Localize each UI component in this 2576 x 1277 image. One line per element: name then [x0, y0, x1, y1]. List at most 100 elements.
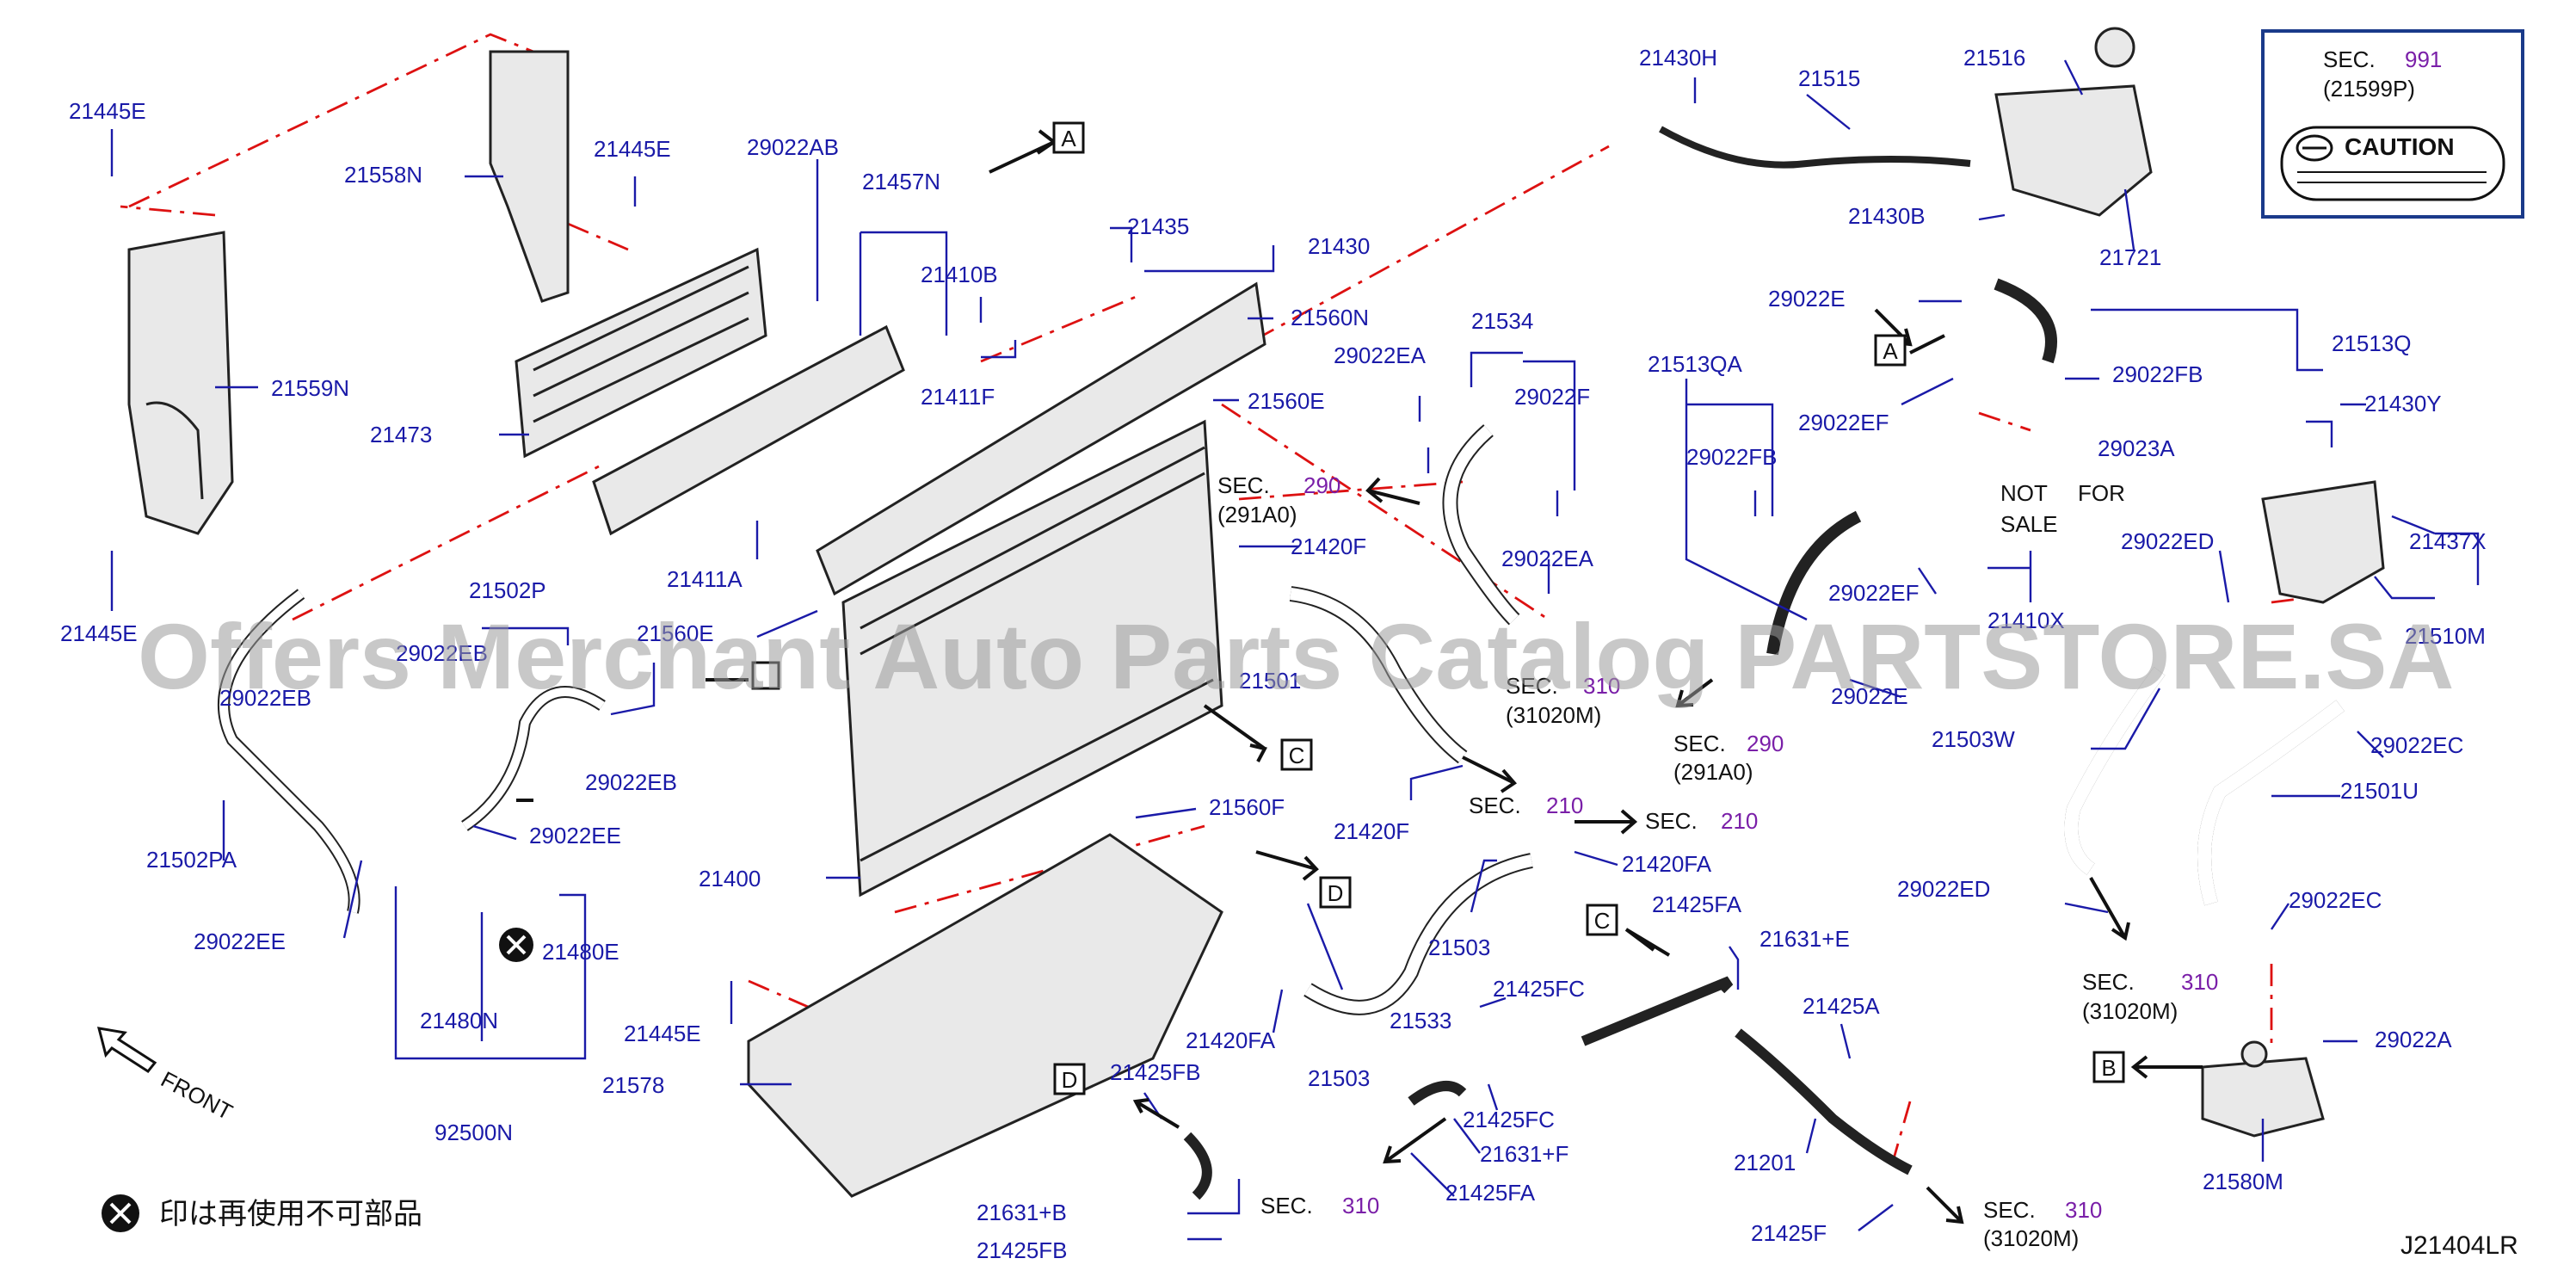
label-21425fb: 21425FB — [1110, 1059, 1201, 1085]
svg-text:(31020M): (31020M) — [2082, 998, 2178, 1024]
label-21425fc: 21425FC — [1493, 976, 1585, 1002]
svg-text:310: 310 — [1583, 673, 1620, 699]
label-21425fa: 21425FA — [1445, 1180, 1536, 1206]
label-21420f: 21420F — [1291, 534, 1366, 559]
assembly-lines — [120, 33, 2342, 1163]
part-labels: 21445E 21558N 21445E 29022AB 21457N 2141… — [60, 45, 2487, 1263]
svg-text:SEC.: SEC. — [1645, 808, 1698, 834]
sec-ref-310-right: SEC. 310 (31020M) — [2082, 969, 2218, 1024]
label-21410x: 21410X — [1987, 608, 2065, 633]
footnote: 印は再使用不可部品 — [102, 1194, 422, 1232]
label-21501u: 21501U — [2340, 778, 2419, 804]
callout-c-lower: C — [1586, 904, 1618, 936]
label-21410b: 21410B — [921, 262, 998, 287]
callout-b-pump: B — [2092, 1051, 2125, 1083]
sec-ref-310-lower-right: SEC. 310 (31020M) — [1983, 1197, 2102, 1251]
svg-text:A: A — [1883, 338, 1898, 364]
svg-text:(31020M): (31020M) — [1506, 702, 1601, 728]
label-21503w: 21503W — [1932, 726, 2015, 752]
callout-d-lower: D — [1053, 1063, 1086, 1095]
label-21560e: 21560E — [1248, 388, 1325, 414]
svg-text:C: C — [1594, 908, 1611, 934]
front-arrow-icon — [96, 1027, 157, 1073]
label-21445e: 21445E — [60, 620, 138, 646]
label-21425fa: 21425FA — [1652, 891, 1742, 917]
svg-text:(31020M): (31020M) — [1983, 1225, 2079, 1251]
label-21534: 21534 — [1471, 308, 1533, 334]
label-21420f: 21420F — [1334, 818, 1409, 844]
svg-text:NOT: NOT — [2000, 480, 2048, 506]
svg-text:290: 290 — [1303, 472, 1340, 498]
not-for-sale-note: NOT FOR SALE — [2000, 480, 2125, 537]
label-21515: 21515 — [1798, 65, 1860, 91]
label-29022ef: 29022EF — [1798, 410, 1889, 435]
part-outlines — [127, 27, 2385, 1200]
label-21445e: 21445E — [69, 98, 146, 124]
front-indicator: FRONT — [96, 1027, 237, 1126]
callout-c-radiator: C — [1280, 738, 1313, 771]
svg-text:SEC.: SEC. — [2323, 46, 2376, 72]
label-29022fb: 29022FB — [2112, 361, 2203, 387]
label-21400: 21400 — [699, 866, 761, 891]
svg-text:SEC.: SEC. — [1506, 673, 1558, 699]
label-21435: 21435 — [1127, 213, 1189, 239]
label-21631-f: 21631+F — [1480, 1141, 1568, 1167]
label-21578: 21578 — [602, 1072, 664, 1098]
leader-lines — [110, 59, 2480, 1241]
label-29022ec: 29022EC — [2289, 887, 2382, 913]
svg-text:(291A0): (291A0) — [1217, 502, 1297, 527]
callout-a-right: A — [1874, 334, 1907, 367]
label-21430: 21430 — [1308, 233, 1370, 259]
condenser-part — [592, 324, 905, 536]
svg-text:210: 210 — [1546, 793, 1583, 818]
label-29022ee: 29022EE — [194, 928, 286, 954]
air-guide-part — [489, 50, 570, 303]
svg-text:210: 210 — [1721, 808, 1758, 834]
label-21502p: 21502P — [469, 577, 546, 603]
svg-text:FOR: FOR — [2078, 480, 2125, 506]
callout-boxes: A A C C D D B — [751, 121, 2125, 1095]
water-pump-part — [2201, 1057, 2325, 1138]
label-21560n: 21560N — [1291, 305, 1369, 330]
svg-text:991: 991 — [2405, 46, 2442, 72]
label-21425fc: 21425FC — [1463, 1107, 1555, 1132]
label-29022eb: 29022EB — [396, 640, 488, 666]
label-29022e: 29022E — [1831, 683, 1908, 709]
direction-arrows — [516, 129, 2203, 1225]
label-21430h: 21430H — [1639, 45, 1717, 71]
label-21501: 21501 — [1239, 668, 1301, 694]
label-29022ec: 29022EC — [2370, 732, 2463, 758]
svg-text:SALE: SALE — [2000, 511, 2058, 537]
label-21411a: 21411A — [667, 566, 743, 592]
svg-text:D: D — [1328, 880, 1344, 906]
svg-text:SEC.: SEC. — [1217, 472, 1270, 498]
label-21580m: 21580M — [2203, 1169, 2283, 1194]
svg-text:FRONT: FRONT — [157, 1066, 237, 1126]
label-21560e: 21560E — [637, 620, 714, 646]
non-reusable-icon — [499, 928, 533, 962]
upper-bracket-part — [816, 281, 1266, 596]
label-21430b: 21430B — [1848, 203, 1926, 229]
label-21558n: 21558N — [344, 162, 422, 188]
sec-ref-290-top: SEC. 290 (291A0) — [1217, 472, 1340, 527]
sec-ref-310-bottom: SEC. 310 — [1260, 1193, 1379, 1218]
label-21721: 21721 — [2099, 244, 2161, 270]
svg-text:(291A0): (291A0) — [1673, 759, 1753, 785]
svg-text:310: 310 — [2181, 969, 2218, 995]
label-29022ea: 29022EA — [1334, 342, 1427, 368]
callout-a-top: A — [1052, 121, 1085, 154]
label-21631-e: 21631+E — [1759, 926, 1850, 952]
label-21430y: 21430Y — [2364, 391, 2442, 416]
caution-reference-box: SEC. 991 (21599P) CAUTION — [2261, 29, 2524, 219]
svg-text:印は再使用不可部品: 印は再使用不可部品 — [159, 1197, 422, 1231]
label-21480n: 21480N — [420, 1008, 498, 1033]
callout-d-radiator: D — [1319, 876, 1352, 909]
svg-text:SEC.: SEC. — [1260, 1193, 1313, 1218]
svg-text:310: 310 — [1342, 1193, 1379, 1218]
label-21420fa: 21420FA — [1186, 1027, 1276, 1053]
label-29022eb: 29022EB — [219, 685, 311, 711]
label-21411f: 21411F — [921, 384, 995, 410]
label-21516: 21516 — [1963, 45, 2025, 71]
section-references: SEC. 290 (291A0) SEC. 310 (31020M) SEC. … — [1217, 472, 2218, 1251]
label-29022ee: 29022EE — [529, 823, 621, 848]
